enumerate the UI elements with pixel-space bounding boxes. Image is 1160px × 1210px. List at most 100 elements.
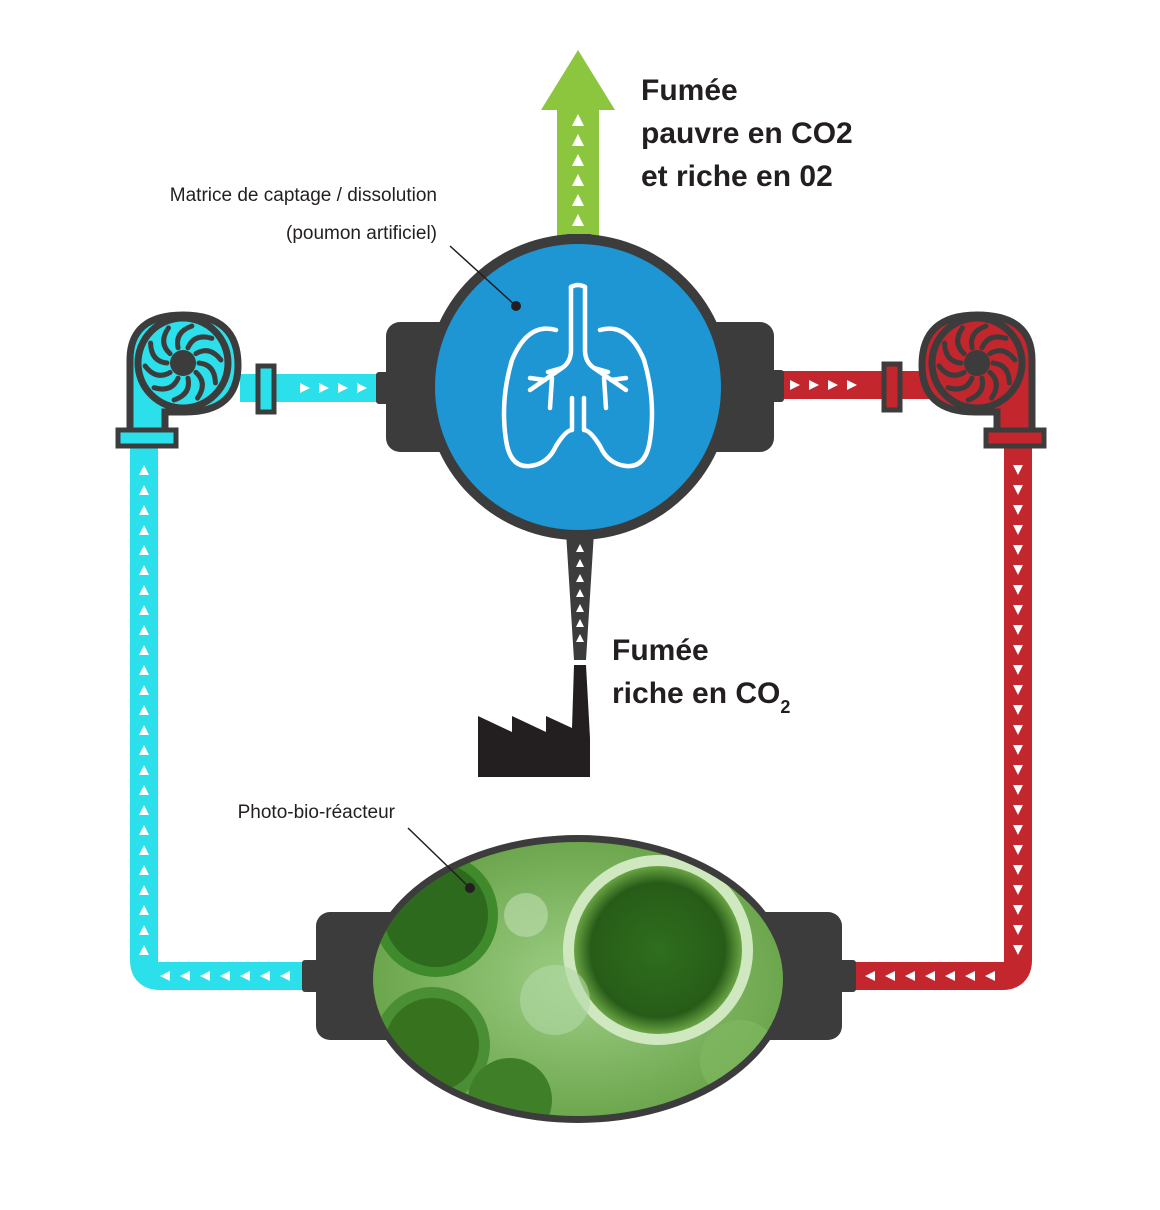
flow-arrow-icon [576,604,584,612]
flow-arrow-icon [139,845,149,855]
flow-arrow-icon [576,544,584,552]
flow-arrow-icon [828,380,838,390]
flow-arrow-icon [809,380,819,390]
flow-arrow-icon [1013,765,1023,775]
impeller-blade [987,348,1018,363]
flow-arrow-icon [1013,605,1023,615]
pump-impeller-icon [936,323,1018,403]
red-pump [881,311,1047,449]
cyan-return-pipe [130,374,390,990]
flow-arrow-icon [139,745,149,755]
flow-arrow-icon [1013,825,1023,835]
flow-arrow-icon [139,865,149,875]
pump-impeller-icon [142,323,224,403]
flow-arrow-icon [139,925,149,935]
flow-arrow-icon [139,945,149,955]
reactor-label: Photo-bio-réacteur [238,802,396,823]
flow-arrow-icon [572,174,584,186]
flow-arrow-icon [790,380,800,390]
factory-icon [478,665,590,777]
flow-arrow-icon [139,485,149,495]
impeller-blade [193,348,224,363]
flow-arrow-icon [576,589,584,597]
flow-arrow-icon [139,505,149,515]
cyan-pump [115,311,277,449]
impeller-blade [979,334,1009,351]
flow-arrow-icon [1013,585,1023,595]
flow-arrow-icon [180,971,190,981]
impeller-blade [193,369,205,401]
impeller-blade [955,325,967,357]
red-pipe [780,371,1032,990]
flow-arrow-icon [1013,725,1023,735]
flow-arrow-icon [300,383,310,393]
flow-arrow-icon [925,971,935,981]
flow-arrow-icon [139,805,149,815]
co2-smoke-input-pipe [566,532,594,660]
flow-arrow-icon [139,905,149,915]
impeller-blade [942,340,964,366]
impeller-blade [151,375,181,392]
impeller-blade [945,375,975,392]
photo-bio-reactor [302,827,856,1123]
flow-arrow-icon [905,971,915,981]
flow-arrow-icon [985,971,995,981]
flow-arrow-icon [576,619,584,627]
flow-arrow-icon [572,194,584,206]
flow-arrow-icon [357,383,367,393]
flow-arrow-icon [847,380,857,390]
flow-arrow-icon [280,971,290,981]
flow-arrow-icon [139,825,149,835]
flow-arrow-icon [1013,685,1023,695]
flow-arrow-icon [139,545,149,555]
flow-arrow-icon [572,214,584,226]
flow-arrow-icon [1013,505,1023,515]
flow-arrow-icon [240,971,250,981]
input-label-main: riche en CO [612,677,780,710]
input-label-line2: riche en CO2 [612,677,790,717]
algae-cells-image [373,842,783,1116]
flow-arrow-icon [1013,465,1023,475]
flow-arrow-icon [1013,705,1023,715]
input-label-subscript: 2 [780,697,790,717]
output-label-line2: pauvre en CO2 [641,117,853,150]
flow-arrow-icon [1013,845,1023,855]
flow-arrow-icon [1013,905,1023,915]
flow-arrow-icon [885,971,895,981]
flow-arrow-icon [1013,665,1023,675]
impeller-blade [185,334,215,351]
flow-arrow-icon [1013,625,1023,635]
flow-arrow-icon [139,725,149,735]
flow-arrow-icon [139,765,149,775]
output-label-line1: Fumée [641,74,738,107]
flow-arrow-icon [139,705,149,715]
flow-arrow-icon [1013,545,1023,555]
flow-arrow-icon [576,634,584,642]
impeller-blade [969,323,989,351]
flow-arrow-icon [576,559,584,567]
flow-arrow-icon [1013,565,1023,575]
flow-arrow-icon [220,971,230,981]
flow-arrow-icon [1013,645,1023,655]
matrix-label-line1: Matrice de captage / dissolution [170,185,437,206]
flow-arrow-icon [139,785,149,795]
flow-arrow-icon [139,625,149,635]
flow-arrow-icon [1013,925,1023,935]
flow-arrow-icon [139,525,149,535]
impeller-blade [196,360,218,386]
flow-arrow-icon [576,574,584,582]
impeller-blade [142,363,173,378]
flow-arrow-icon [1013,805,1023,815]
impeller-blade [990,360,1012,386]
impeller-blade [175,323,195,351]
flow-arrow-icon [139,665,149,675]
flow-arrow-icon [572,114,584,126]
impeller-blade [936,363,967,378]
clean-smoke-output-arrow [541,50,615,250]
output-label-line3: et riche en 02 [641,160,833,193]
capture-matrix [376,234,784,540]
flow-arrow-icon [200,971,210,981]
flow-arrow-icon [260,971,270,981]
impeller-blade [148,340,170,366]
